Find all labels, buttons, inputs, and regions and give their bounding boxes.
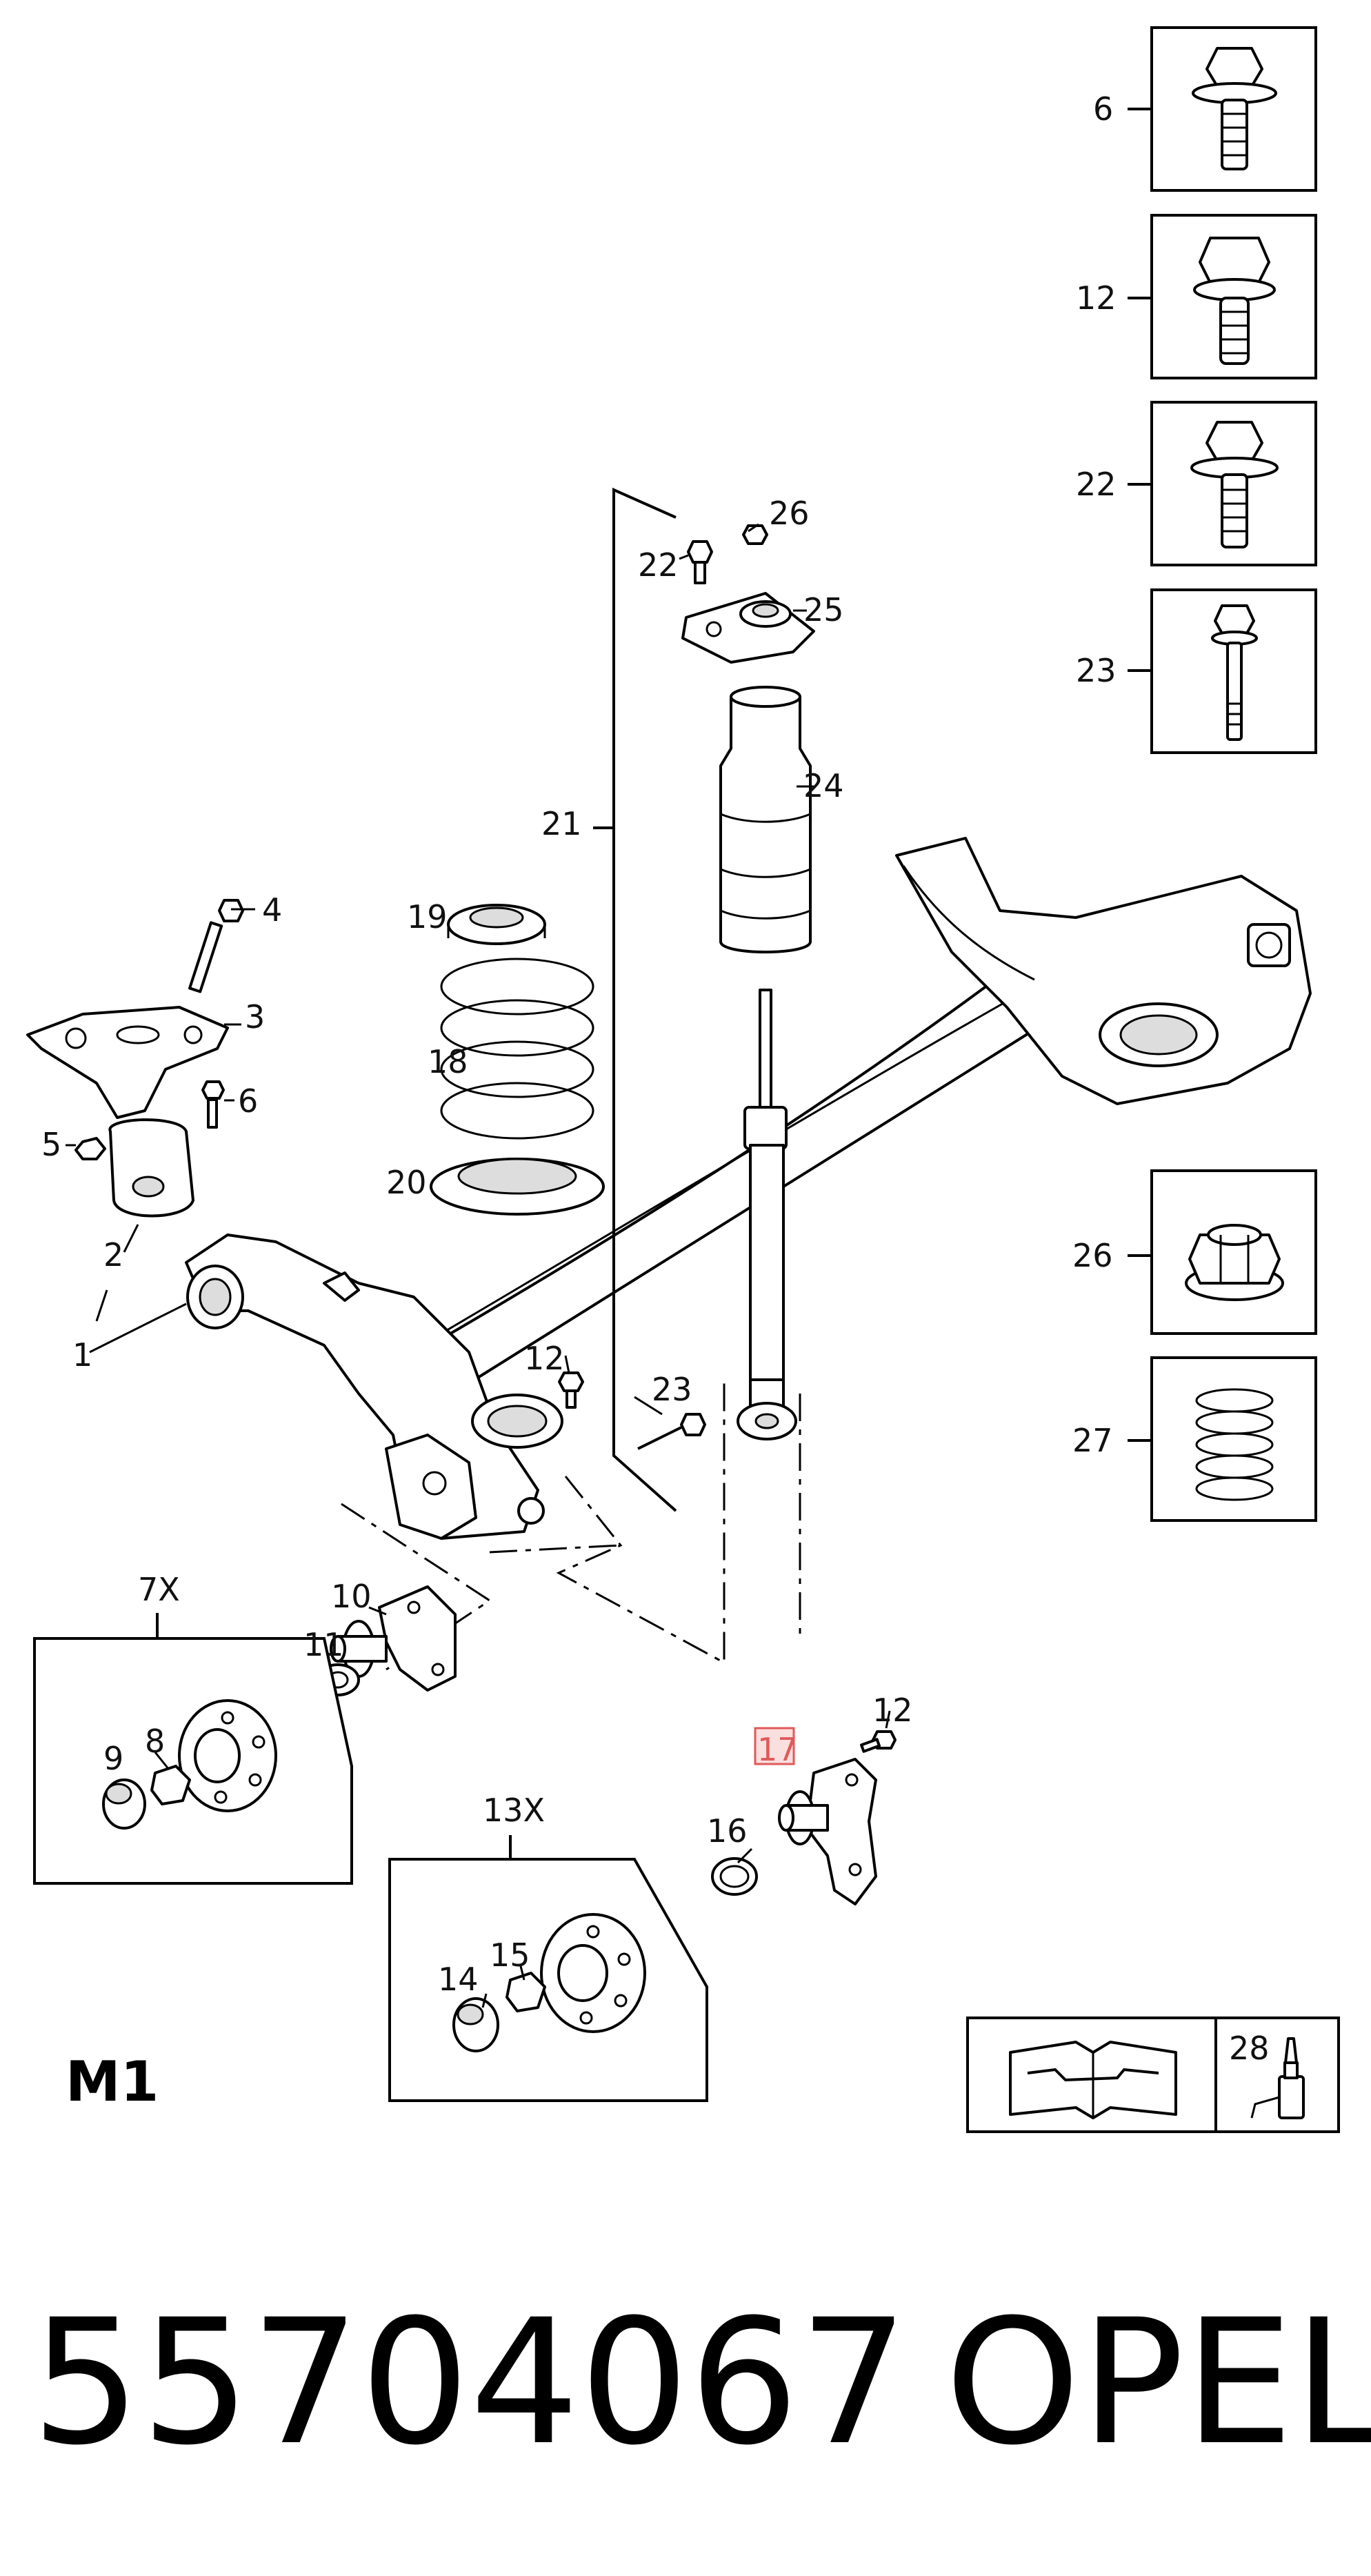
callout-26: 26: [769, 495, 810, 532]
hub-carrier-left[interactable]: [330, 1585, 457, 1692]
callout-1: 1: [72, 1336, 92, 1374]
small-nut[interactable]: [74, 1137, 106, 1160]
flange-bolt-icon: [1190, 421, 1279, 548]
group-box-7x[interactable]: 7X: [33, 1571, 353, 1885]
rear-axle-beam[interactable]: [185, 837, 1312, 1540]
sealant-bottle-icon: [1250, 2037, 1305, 2119]
callout-6: 6: [238, 1082, 258, 1120]
carrier-bolt-12[interactable]: [860, 1730, 897, 1753]
coil-spring-icon: [1195, 1388, 1274, 1501]
tools-label-28: 28: [1229, 2030, 1270, 2067]
callout-3: 3: [245, 998, 265, 1036]
hex-bolt-icon: [1193, 237, 1276, 365]
long-bolt-icon: [1211, 604, 1258, 741]
callout-12-lower: 12: [872, 1692, 913, 1729]
hub-carrier-right[interactable]: [778, 1758, 877, 1905]
group-box-13x[interactable]: 13X: [388, 1792, 708, 2102]
axle-bolt-12[interactable]: [558, 1371, 584, 1409]
wheel-hub-7x: [178, 1699, 277, 1812]
callout-5: 5: [41, 1126, 61, 1163]
hub-nut-7x: [150, 1765, 191, 1805]
callout-22: 22: [638, 546, 679, 584]
inset-label-22: 22: [1076, 466, 1117, 503]
inset-box-6[interactable]: 6: [1093, 26, 1317, 192]
callout-12-upper: 12: [524, 1340, 565, 1377]
callout-21: 21: [541, 805, 582, 842]
inset-box-23[interactable]: 23: [1076, 588, 1317, 754]
callout-17: 17: [757, 1731, 798, 1768]
callout-23: 23: [652, 1371, 692, 1408]
upper-spring-seat[interactable]: [447, 904, 546, 945]
sheet-label: M1: [66, 2050, 159, 2114]
inset-box-27[interactable]: 27: [1072, 1356, 1317, 1522]
hub-nut-13x: [506, 1972, 546, 2012]
callout-25: 25: [803, 591, 844, 628]
dust-boot[interactable]: [719, 686, 812, 953]
callout-10: 10: [331, 1578, 372, 1615]
callouts: 1 2 3 4 5 6 8 9 10 11 12 12 14 15 16 17 …: [41, 495, 913, 1998]
callout-4: 4: [262, 891, 282, 929]
mount-bolt[interactable]: [687, 540, 713, 584]
shock-bolt[interactable]: [637, 1413, 706, 1450]
callout-24: 24: [803, 767, 844, 804]
tools-box[interactable]: 28: [966, 2017, 1340, 2133]
inset-label-12: 12: [1076, 279, 1117, 317]
footer-brand: OPEL: [945, 2282, 1371, 2483]
mount-nut[interactable]: [742, 524, 768, 545]
inset-label-6: 6: [1093, 90, 1113, 128]
highlight-17: [754, 1727, 795, 1765]
callout-18: 18: [428, 1043, 468, 1080]
inset-label-27: 27: [1072, 1422, 1113, 1459]
bracket-bolt[interactable]: [188, 899, 244, 993]
rubber-bushing[interactable]: [108, 1118, 194, 1218]
assembly-guide-lines: [341, 1383, 801, 1671]
leader-lines: [66, 523, 891, 2008]
footer-part-number: 55704067: [31, 2282, 908, 2483]
group-21-bracket: [593, 487, 677, 1512]
callout-14: 14: [438, 1961, 479, 1998]
wheel-hub-13x: [540, 1913, 646, 2033]
top-mount[interactable]: [681, 592, 815, 664]
mounting-bracket[interactable]: [26, 1006, 229, 1119]
inset-box-26[interactable]: 26: [1072, 1169, 1317, 1335]
callout-19: 19: [407, 898, 448, 935]
callout-15: 15: [490, 1936, 530, 1974]
lower-spring-seat[interactable]: [430, 1158, 605, 1216]
inset-label-26: 26: [1072, 1237, 1113, 1274]
inset-box-22[interactable]: 22: [1076, 401, 1317, 566]
shock-absorber[interactable]: [737, 989, 797, 1440]
flange-bolt-icon: [1192, 47, 1277, 170]
callout-11: 11: [303, 1626, 344, 1663]
callout-16: 16: [707, 1812, 748, 1850]
coil-spring[interactable]: [440, 958, 594, 1140]
dust-cap-7x: [102, 1779, 146, 1830]
small-bolt[interactable]: [201, 1080, 225, 1129]
hex-nut-icon: [1185, 1224, 1284, 1301]
group-label-13x: 13X: [483, 1792, 545, 1829]
callout-8: 8: [145, 1723, 165, 1760]
callout-2: 2: [103, 1236, 123, 1274]
group-label-7x: 7X: [138, 1571, 180, 1608]
inset-box-12[interactable]: 12: [1076, 214, 1317, 379]
callout-9: 9: [103, 1740, 123, 1777]
inset-label-23: 23: [1076, 652, 1117, 689]
seal-ring-16[interactable]: [711, 1857, 758, 1896]
manual-book-icon: [1009, 2041, 1177, 2119]
callout-20: 20: [386, 1164, 427, 1201]
dust-cap-13x: [452, 1997, 499, 2052]
